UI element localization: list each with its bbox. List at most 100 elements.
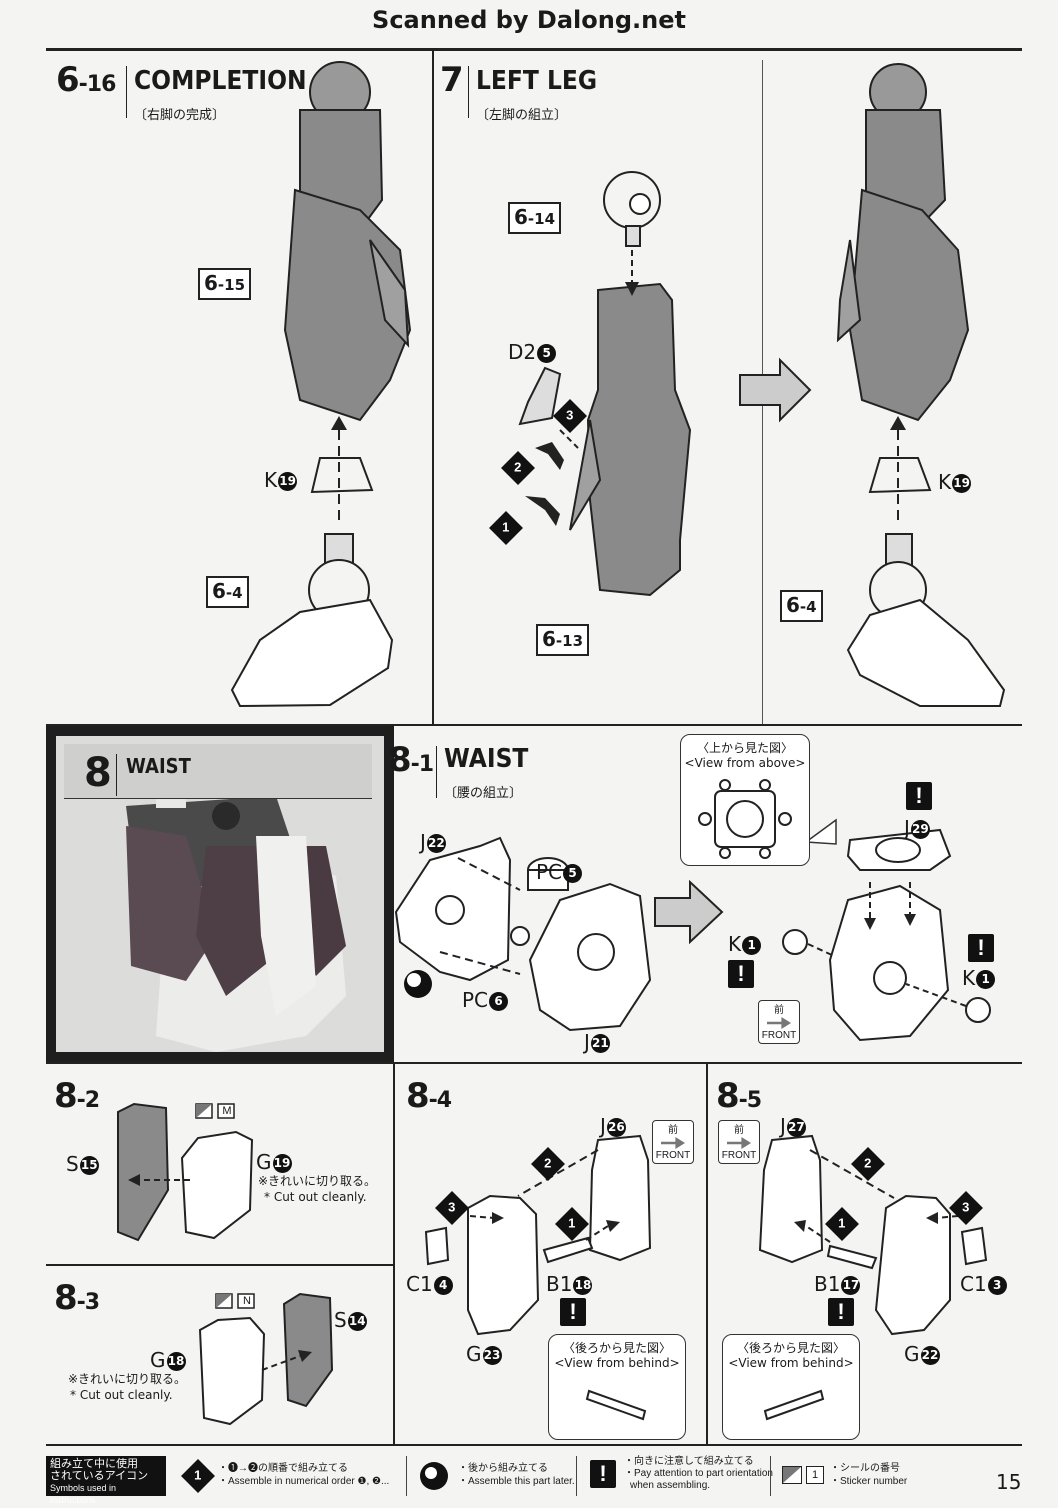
- divider: [770, 1456, 771, 1496]
- attention-icon: !: [590, 1460, 616, 1488]
- legend-jp: ・シールの番号: [830, 1463, 900, 1474]
- legend-en: ・Sticker number: [830, 1476, 908, 1487]
- step-subtitle-jp: 〔腰の組立〕: [444, 786, 523, 801]
- divider: [706, 1062, 708, 1444]
- legend-jp: ・後から組み立てる: [458, 1463, 548, 1474]
- front-arrow-icon: [727, 1137, 751, 1149]
- legend-sticker-text: ・シールの番号 ・Sticker number: [830, 1462, 907, 1488]
- front-label-en: FRONT: [721, 1150, 757, 1161]
- divider: [126, 66, 127, 118]
- attention-icon: !: [728, 960, 754, 988]
- step-number: 8-2: [54, 1076, 100, 1116]
- legend-order-text: ・❶→❷の順番で組み立てる ・Assemble in numerical ord…: [218, 1462, 389, 1488]
- view-from-above-box: 〈上から見た図〉 <View from above>: [680, 734, 810, 866]
- view-from-behind-box: 〈後ろから見た図〉 <View from behind>: [548, 1334, 686, 1440]
- front-label-en: FRONT: [655, 1150, 691, 1161]
- legend-jp: ・❶→❷の順番で組み立てる: [218, 1463, 348, 1474]
- attention-icon: !: [968, 934, 994, 962]
- legend-jp: ・向きに注意して組み立てる: [624, 1456, 754, 1467]
- front-label-jp: 前: [774, 1005, 784, 1016]
- front-label-jp: 前: [668, 1125, 678, 1136]
- divider: [468, 66, 469, 118]
- view-label-en: <View from behind>: [728, 1356, 854, 1370]
- divider: [46, 1264, 394, 1266]
- divider: [116, 754, 117, 796]
- sticker-icon: [782, 1466, 802, 1484]
- sticker-number: M: [222, 1105, 232, 1117]
- view-from-behind-box: 〈後ろから見た図〉 <View from behind>: [722, 1334, 860, 1440]
- above-view-sketch: [698, 779, 792, 859]
- sticker-number: N: [243, 1295, 251, 1307]
- step-number: 8-4: [406, 1076, 452, 1116]
- step-number: 8-1: [388, 740, 434, 780]
- ref-tag: 6-13: [536, 624, 590, 656]
- legend-en: ・Pay attention to part orientation: [624, 1468, 773, 1479]
- divider: [46, 724, 1022, 726]
- divider: [432, 50, 434, 724]
- view-label-jp: 〈上から見た図〉: [696, 741, 793, 755]
- cut-note-jp: ※きれいに切り取る。: [68, 1372, 187, 1386]
- attention-icon: !: [828, 1298, 854, 1326]
- divider: [46, 1444, 1022, 1446]
- legend-title: 組み立て中に使用 されているアイコン Symbols used in instr…: [46, 1456, 166, 1505]
- view-label-en: <View from behind>: [554, 1356, 680, 1370]
- front-label-jp: 前: [734, 1125, 744, 1136]
- divider: [393, 1062, 395, 1444]
- step-subtitle-jp: 〔左脚の組立〕: [476, 108, 568, 123]
- divider: [436, 746, 437, 798]
- ref-tag: 6-4: [206, 576, 249, 608]
- front-indicator: 前 FRONT: [718, 1120, 760, 1164]
- view-label-jp: 〈後ろから見た図〉: [562, 1341, 671, 1355]
- sticker-number-icon: 1: [806, 1466, 824, 1484]
- divider: [406, 1456, 407, 1496]
- legend-title-jp: 組み立て中に使用: [50, 1458, 138, 1470]
- legend-en: ・Assemble this part later.: [458, 1476, 575, 1487]
- ref-tag: 6-15: [198, 268, 252, 300]
- step-title: LEFT LEG: [476, 66, 598, 96]
- front-label-en: FRONT: [761, 1030, 797, 1041]
- front-indicator: 前 FRONT: [758, 1000, 800, 1044]
- divider: [576, 1456, 577, 1496]
- divider: [46, 1062, 1022, 1064]
- page-number: 15: [996, 1470, 1022, 1494]
- attention-icon: !: [906, 782, 932, 810]
- step-title: WAIST: [444, 744, 529, 774]
- behind-view-sketch: [585, 1389, 647, 1421]
- legend-en: ・Assemble in numerical order ❶, ❷...: [218, 1476, 390, 1487]
- waist-photo-panel: 8 WAIST: [46, 726, 394, 1062]
- ref-tag: 6-14: [508, 202, 562, 234]
- top-rule: [46, 48, 1022, 51]
- symbols-legend: 組み立て中に使用 されているアイコン Symbols used in instr…: [46, 1452, 1016, 1505]
- scan-watermark: Scanned by Dalong.net: [372, 6, 686, 34]
- legend-title-en: Symbols used in instructions: [50, 1483, 117, 1505]
- step-number: 7: [440, 60, 464, 100]
- view-label-jp: 〈後ろから見た図〉: [736, 1341, 845, 1355]
- photo-caption-bar: [64, 744, 372, 799]
- cut-note-en: * Cut out cleanly.: [70, 1388, 173, 1402]
- legend-en: when assembling.: [630, 1480, 711, 1491]
